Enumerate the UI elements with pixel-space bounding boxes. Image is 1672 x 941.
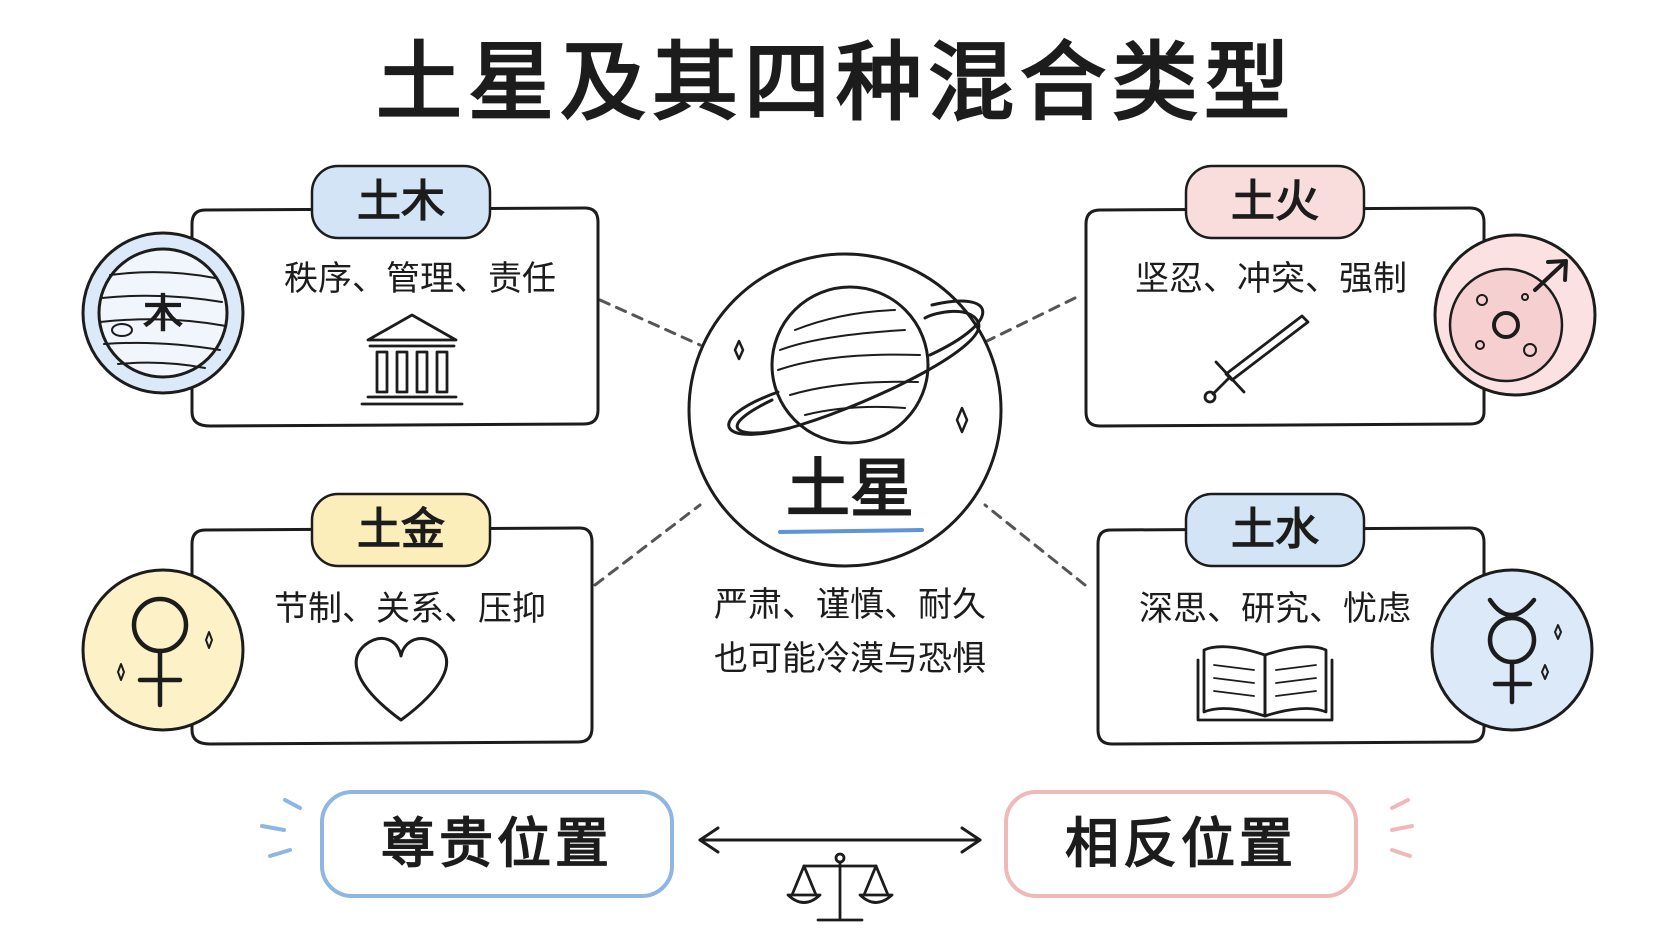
double-arrow-icon — [698, 826, 982, 854]
keywords-mars: 坚忍、冲突、强制 — [1135, 259, 1407, 299]
tag-pills — [310, 164, 1366, 568]
dignified-position-label: 尊贵位置 — [381, 812, 613, 875]
jupiter-label: 木 — [143, 291, 183, 337]
tag-jupiter: 土木 — [357, 176, 445, 227]
venus-planet-icon — [81, 568, 245, 732]
jupiter-planet-icon — [81, 231, 245, 395]
keywords-jupiter: 秩序、管理、责任 — [284, 259, 556, 299]
keywords-mercury: 深思、研究、忧虑 — [1139, 589, 1411, 629]
balance-scale-icon — [786, 852, 894, 922]
mercury-planet-icon — [1430, 568, 1594, 732]
mars-planet-icon — [1433, 233, 1597, 397]
card-frame-mercury — [1096, 526, 1486, 746]
tag-mars: 土火 — [1231, 176, 1319, 227]
card-frame-venus — [190, 526, 594, 746]
bank-building-icon — [360, 313, 464, 406]
center-label: 土星 — [786, 453, 914, 527]
connector-lines — [593, 296, 1087, 587]
tag-pill-mercury — [1184, 492, 1366, 568]
tag-mercury: 土水 — [1231, 504, 1319, 555]
saturn-icon — [727, 285, 985, 445]
heart-icon — [354, 637, 449, 722]
card-frame-mars — [1084, 206, 1486, 428]
sword-icon — [1203, 314, 1310, 404]
opposite-position-label: 相反位置 — [1065, 812, 1297, 875]
center-desc-line1: 严肃、谨慎、耐久 — [714, 585, 986, 625]
tag-pill-venus — [310, 492, 492, 568]
card-frame-jupiter — [190, 206, 600, 428]
tag-pill-mars — [1184, 164, 1366, 240]
opposite-frame — [1004, 790, 1358, 898]
open-book-icon — [1196, 645, 1334, 722]
opposite-sparkle-lines — [1390, 798, 1414, 858]
center-underline — [778, 528, 924, 534]
tag-venus: 土金 — [357, 504, 445, 555]
diagram-title: 土星及其四种混合类型 — [376, 33, 1296, 133]
keywords-venus: 节制、关系、压抑 — [274, 589, 546, 629]
tag-pill-jupiter — [310, 164, 492, 240]
dignified-sparkle-lines — [260, 798, 302, 858]
dignified-frame — [320, 790, 674, 898]
center-desc-line2: 也可能冷漠与恐惧 — [714, 639, 986, 679]
